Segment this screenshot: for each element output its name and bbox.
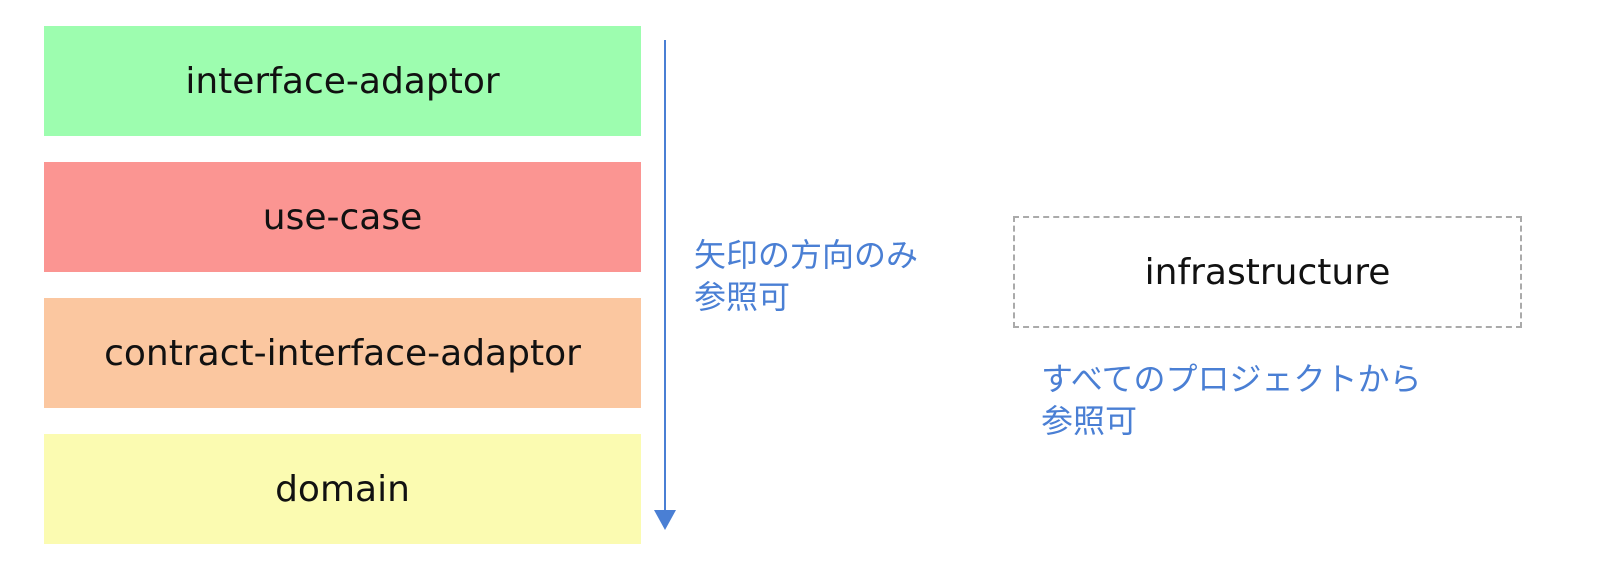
- dependency-arrow: [654, 40, 676, 530]
- layer-label: domain: [275, 468, 410, 510]
- layer-label: use-case: [262, 196, 423, 238]
- layer-interface-adaptor: interface-adaptor: [44, 26, 641, 136]
- arrow-head-icon: [654, 510, 676, 530]
- layer-use-case: use-case: [44, 162, 641, 272]
- arrow-note: 矢印の方向のみ 参照可: [694, 236, 919, 316]
- infrastructure-label: infrastructure: [1144, 251, 1391, 293]
- layer-contract-interface-adaptor: contract-interface-adaptor: [44, 298, 641, 408]
- layer-label: contract-interface-adaptor: [104, 332, 581, 374]
- infrastructure-box: infrastructure: [1013, 216, 1522, 328]
- infrastructure-note: すべてのプロジェクトから 参照可: [1041, 360, 1422, 440]
- layer-label: interface-adaptor: [185, 60, 500, 102]
- layer-domain: domain: [44, 434, 641, 544]
